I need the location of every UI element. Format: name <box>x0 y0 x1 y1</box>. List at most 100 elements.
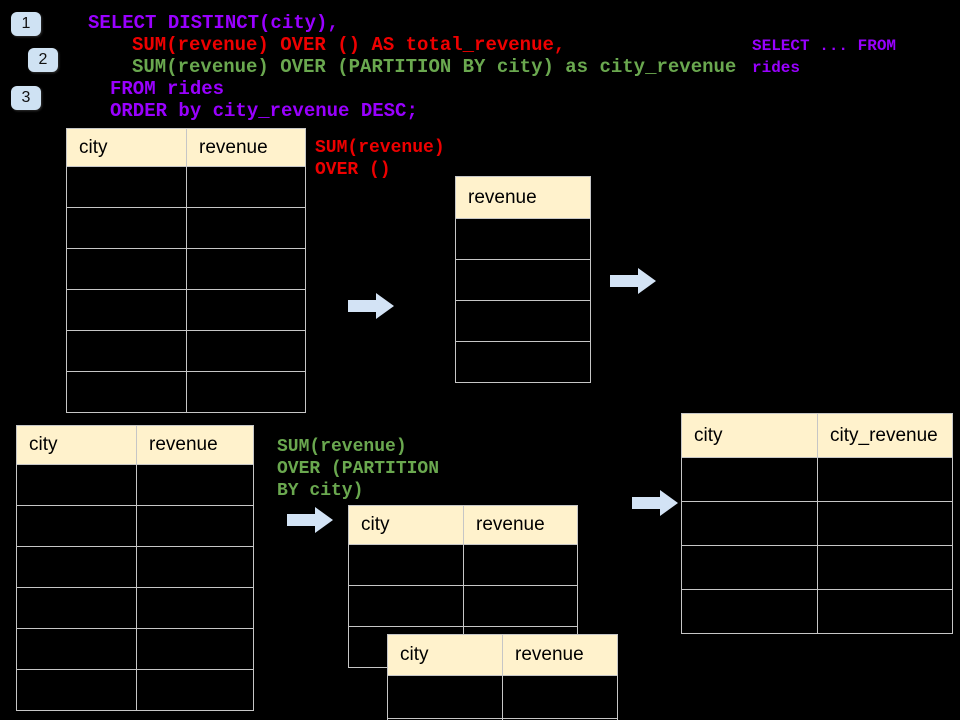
table-cell <box>137 506 254 547</box>
annotation-line: rides <box>752 59 801 77</box>
arrow-right-icon <box>632 490 678 521</box>
table-cell <box>818 590 953 634</box>
table-row <box>456 342 591 383</box>
table-row <box>17 465 254 506</box>
arrow-right-icon <box>610 268 656 299</box>
sql-code-line: FROM rides <box>110 78 225 100</box>
table-row <box>456 301 591 342</box>
table-cell <box>388 676 503 719</box>
table-cell <box>349 586 464 627</box>
step-badge-3: 3 <box>11 86 41 110</box>
table-cell <box>187 208 306 249</box>
table-cell <box>17 629 137 670</box>
table-cell <box>187 331 306 372</box>
table-cell <box>464 586 578 627</box>
table-cell <box>187 167 306 208</box>
table-row <box>17 670 254 711</box>
sum-over-annotation: SUM(revenue)OVER () <box>315 137 445 181</box>
table-row <box>67 372 306 413</box>
table-cell <box>682 590 818 634</box>
table-row <box>17 629 254 670</box>
table-row <box>388 676 618 719</box>
table-cell <box>187 372 306 413</box>
sql-query-code: SELECT DISTINCT(city), SUM(revenue) OVER … <box>88 12 736 122</box>
table-row <box>456 219 591 260</box>
table-row <box>67 290 306 331</box>
column-header: city <box>682 414 818 458</box>
column-header: city <box>67 129 187 167</box>
table-row <box>682 458 953 502</box>
table-cell <box>67 290 187 331</box>
table-cell <box>456 260 591 301</box>
table-cell <box>456 219 591 260</box>
column-header: revenue <box>187 129 306 167</box>
table-cell <box>67 249 187 290</box>
table-cell <box>17 670 137 711</box>
column-header: city <box>349 506 464 545</box>
column-header: city_revenue <box>818 414 953 458</box>
table-cell <box>67 372 187 413</box>
table-cell <box>187 249 306 290</box>
table-cell <box>17 588 137 629</box>
table-cell <box>464 545 578 586</box>
table-cell <box>349 545 464 586</box>
table-cell <box>137 465 254 506</box>
step-badge-1: 1 <box>11 12 41 36</box>
sql-code-line: SELECT DISTINCT(city), <box>88 12 339 34</box>
annotation-line: OVER (PARTITION <box>277 459 440 479</box>
table-cell <box>503 676 618 719</box>
table-cell <box>456 301 591 342</box>
table-row <box>67 208 306 249</box>
table-cell <box>818 458 953 502</box>
table-row <box>17 588 254 629</box>
table-cell <box>682 502 818 546</box>
table-row <box>17 547 254 588</box>
table-header-row: revenue <box>456 177 591 219</box>
table-cell <box>17 506 137 547</box>
annotation-line: SUM(revenue) <box>277 437 407 457</box>
table-row <box>17 506 254 547</box>
table-row <box>682 546 953 590</box>
annotation-line: OVER () <box>315 160 391 180</box>
annotation-line: BY city) <box>277 481 364 501</box>
column-header: city <box>388 635 503 676</box>
column-header: city <box>17 426 137 465</box>
table-row <box>67 331 306 372</box>
table-row <box>682 590 953 634</box>
table-cell <box>17 465 137 506</box>
table-cell <box>67 208 187 249</box>
table-row <box>67 249 306 290</box>
sql-code-line: ORDER by city_revenue DESC; <box>110 100 418 122</box>
table-cell <box>137 670 254 711</box>
table-cell <box>67 167 187 208</box>
column-header: revenue <box>456 177 591 219</box>
annotation-line: SUM(revenue) <box>315 138 445 158</box>
table-row <box>456 260 591 301</box>
step-badge-2: 2 <box>28 48 58 72</box>
sql-code-line: SUM(revenue) OVER (PARTITION BY city) as… <box>132 56 737 78</box>
table-cell <box>682 546 818 590</box>
table-row <box>349 545 578 586</box>
table-cell <box>682 458 818 502</box>
table-cell <box>17 547 137 588</box>
arrow-right-icon <box>348 293 394 324</box>
select-from-rides-note: SELECT ... FROM rides <box>752 35 896 79</box>
table-row <box>67 167 306 208</box>
column-header: revenue <box>137 426 254 465</box>
table-cell <box>137 629 254 670</box>
table-row <box>682 502 953 546</box>
annotation-line: SELECT ... FROM <box>752 37 897 55</box>
table-cell <box>456 342 591 383</box>
table-cell <box>67 331 187 372</box>
